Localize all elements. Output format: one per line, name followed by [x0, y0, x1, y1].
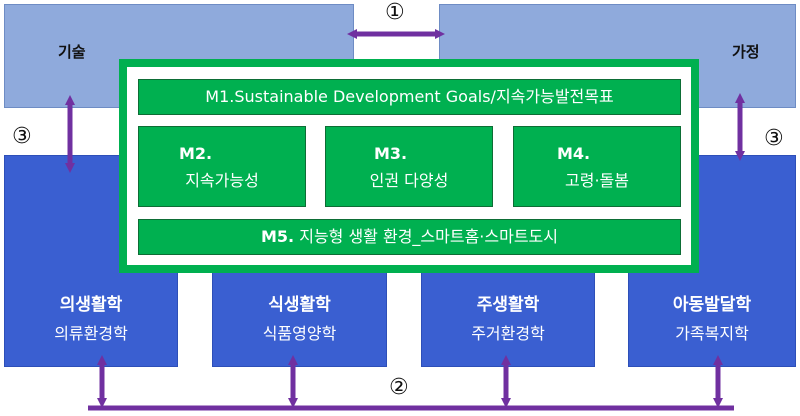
module-m4-code: M4.	[557, 144, 591, 163]
dept-name: 아동발달학	[672, 295, 752, 315]
module-m1: M1.Sustainable Development Goals/지속가능발전목…	[138, 79, 681, 115]
dept-sub: 식품영양학	[262, 324, 337, 343]
connector-number-2: ②	[389, 375, 409, 400]
module-m1-label: M1.Sustainable Development Goals/지속가능발전목…	[205, 87, 614, 106]
home-economics-label: 가정	[732, 43, 760, 61]
module-frame: M1.Sustainable Development Goals/지속가능발전목…	[119, 59, 699, 273]
connector-number-3-right: ③	[764, 126, 784, 151]
dept-sub: 의류환경학	[54, 324, 128, 343]
module-m4-name: 고령·돌봄	[565, 171, 629, 190]
module-m4: M4. 고령·돌봄	[513, 126, 681, 207]
module-m3: M3. 인권 다양성	[325, 126, 493, 207]
module-m5-name: 지능형 생활 환경_스마트홈·스마트도시	[299, 227, 558, 246]
module-m2-name: 지속가능성	[185, 171, 259, 190]
module-m2: M2. 지속가능성	[138, 126, 306, 207]
dept-name: 식생활학	[268, 295, 331, 315]
connector-number-3-left: ③	[12, 124, 32, 149]
module-m2-code: M2.	[179, 144, 213, 163]
module-m5-code: M5.	[260, 227, 295, 246]
connector-number-1: ①	[385, 0, 405, 25]
dept-name: 의생활학	[59, 295, 123, 315]
module-m3-code: M3.	[374, 144, 408, 163]
dept-sub: 가족복지학	[675, 324, 749, 343]
technology-label: 기술	[58, 43, 86, 61]
module-m3-name: 인권 다양성	[369, 171, 449, 190]
dept-sub: 주거환경학	[471, 324, 545, 343]
dept-name: 주생활학	[476, 295, 540, 315]
module-m5: M5. 지능형 생활 환경_스마트홈·스마트도시	[138, 219, 681, 255]
